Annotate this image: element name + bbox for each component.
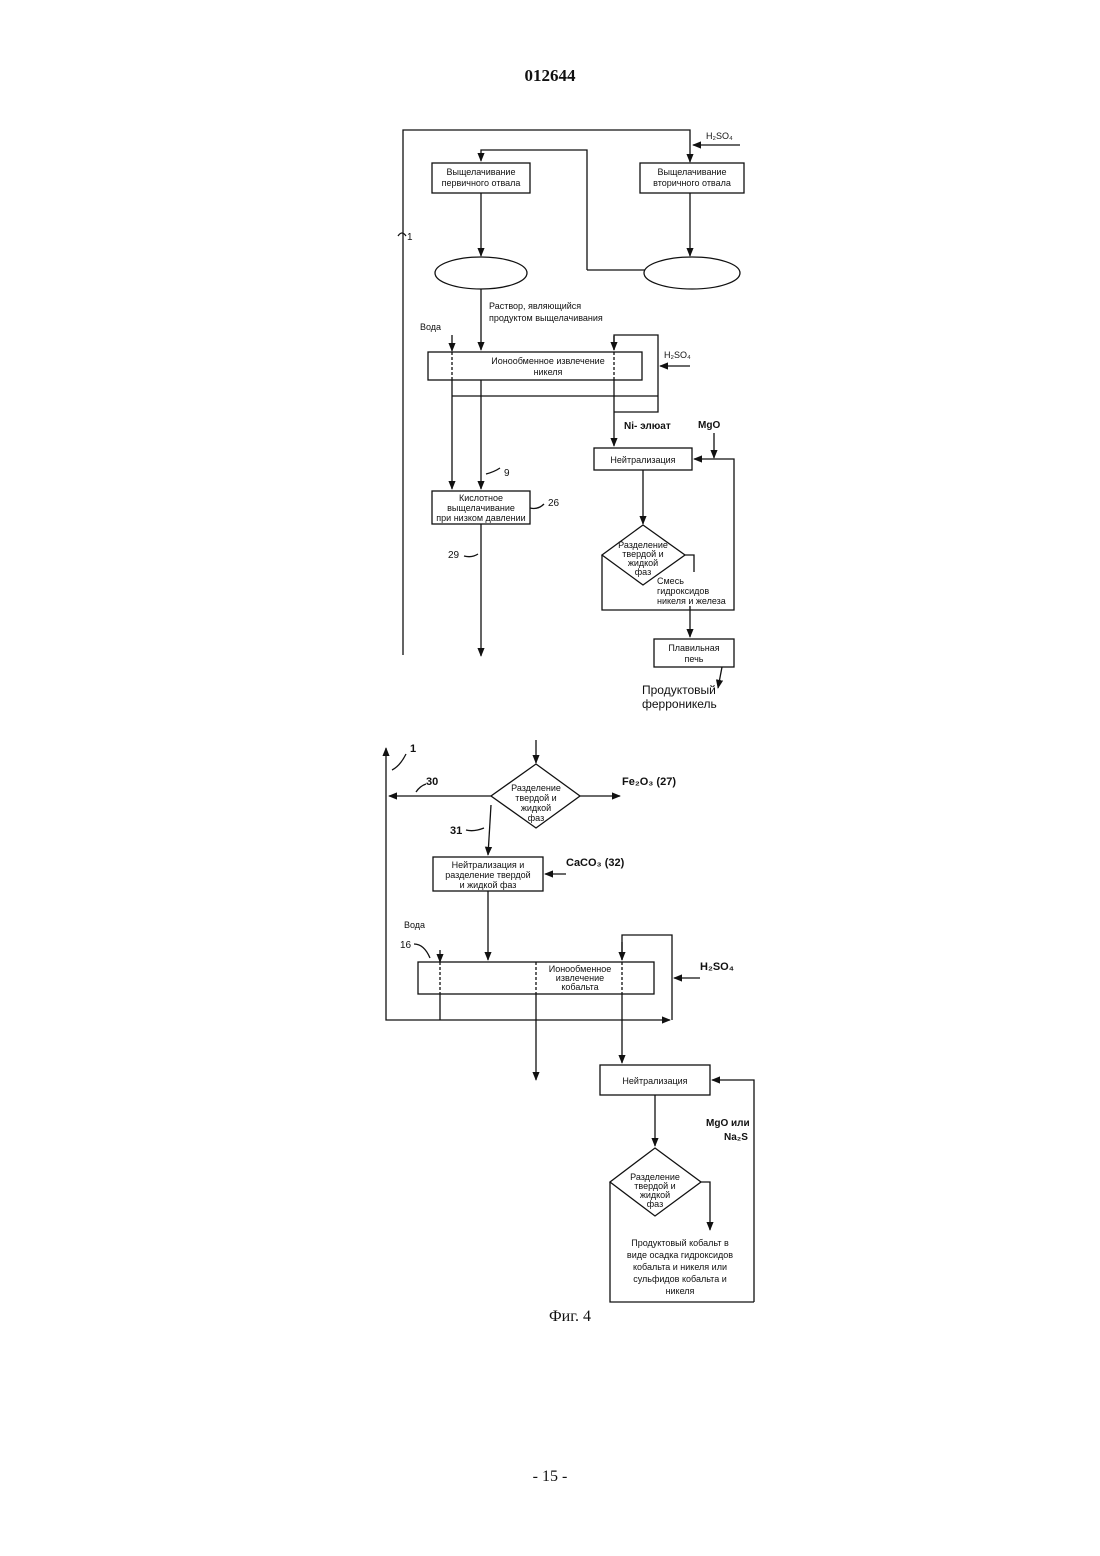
furnace-line1: Плавильная [668, 643, 719, 653]
label-29: 29 [448, 550, 460, 561]
water-label-b: Вода [404, 920, 425, 930]
leach-secondary-line1: Выщелачивание [658, 167, 727, 177]
acid-leach-line3: при низком давлении [436, 513, 525, 523]
diamond-right-tick [685, 555, 694, 572]
product-cobalt-line2: виде осадка гидроксидов [627, 1250, 733, 1260]
label-16: 16 [400, 940, 412, 951]
h2so4-top-label: H₂SO₄ [706, 131, 733, 141]
ion-nickel-line1: Ионообменное извлечение [491, 356, 604, 366]
leach-primary-line2: первичного отвала [442, 178, 521, 188]
neutral-sep-line2: разделение твердой [445, 870, 530, 880]
h2so4-cobalt-label: H₂SO₄ [700, 961, 734, 973]
h2so4-nickel-label: H₂SO₄ [664, 350, 691, 360]
caco3-label: CaCO₃ (32) [566, 857, 625, 869]
mix-line3: никеля и железа [657, 596, 726, 606]
ion-cobalt-line3: кобальта [561, 982, 598, 992]
stream-31-arrow [488, 805, 491, 855]
label-26-leader [530, 504, 544, 509]
label-30-leader [416, 784, 426, 792]
diagram-cobalt: 1 Разделение твердой и жидкой фаз 30 Fe₂… [386, 740, 754, 1302]
neutral-sep-line3: и жидкой фаз [460, 880, 517, 890]
sep-b-line1: Разделение [511, 783, 561, 793]
leach-secondary-line2: вторичного отвала [653, 178, 731, 188]
mgo-or-label: MgO или [706, 1118, 750, 1129]
pond-secondary [644, 257, 740, 289]
neutral-sep-line1: Нейтрализация и [452, 860, 525, 870]
product-ferronickel-line1: Продуктовый [642, 683, 716, 697]
page-number: - 15 - [0, 1468, 1100, 1486]
label-9-leader [486, 468, 500, 474]
product-cobalt-line4: сульфидов кобальта и [633, 1274, 727, 1284]
label-1: 1 [407, 232, 413, 243]
pond-primary [435, 257, 527, 289]
solution-label-line2: продуктом выщелачивания [489, 313, 603, 323]
ni-eluate-label: Ni- элюат [624, 421, 671, 432]
neutralization-label-b: Нейтрализация [622, 1076, 687, 1086]
product-cobalt-line3: кобальта и никеля или [633, 1262, 727, 1272]
product-cobalt-line1: Продуктовый кобальт в [631, 1238, 729, 1248]
product-cobalt-line5: никеля [666, 1286, 695, 1296]
sep-b-line3: жидкой [521, 803, 551, 813]
figure-caption: Фиг. 4 [0, 1308, 1100, 1326]
mix-line1: Смесь [657, 576, 684, 586]
furnace-line2: печь [685, 654, 704, 664]
label-30: 30 [426, 776, 438, 788]
sep-b-line4: фаз [528, 813, 544, 823]
label-31-leader [466, 828, 484, 831]
label-1-b-leader [392, 754, 406, 770]
diagram-nickel: 1 H₂SO₄ Выщелачивание первичного отвала … [398, 130, 744, 711]
sep-c-line4: фаз [647, 1199, 663, 1209]
label-29-leader [464, 554, 478, 557]
ion-cobalt-loop [622, 935, 672, 1020]
mix-line2: гидроксидов [657, 586, 709, 596]
label-9: 9 [504, 468, 510, 479]
acid-leach-line2: выщелачивание [447, 503, 515, 513]
water-label: Вода [420, 322, 441, 332]
furnace-down-arrow [718, 667, 722, 688]
label-31: 31 [450, 825, 462, 837]
neutralization-label: Нейтрализация [610, 455, 675, 465]
fe2o3-label: Fe₂O₃ (27) [622, 776, 676, 788]
label-16-leader [414, 944, 430, 958]
label-1-b: 1 [410, 743, 416, 755]
solution-label-line1: Раствор, являющийся [489, 301, 581, 311]
ion-nickel-loop [614, 335, 658, 412]
product-ferronickel-line2: ферроникель [642, 697, 717, 711]
sep-line4: фаз [635, 567, 651, 577]
mgo-label: MgO [698, 420, 720, 431]
acid-leach-line1: Кислотное [459, 493, 503, 503]
sep-b-line2: твердой и [515, 793, 556, 803]
na2s-label: Na₂S [724, 1132, 748, 1143]
label-26: 26 [548, 498, 560, 509]
leach-primary-line1: Выщелачивание [447, 167, 516, 177]
label-1-tick [398, 233, 406, 236]
sep-c-right-out [701, 1182, 710, 1230]
ion-nickel-line2: никеля [534, 367, 563, 377]
